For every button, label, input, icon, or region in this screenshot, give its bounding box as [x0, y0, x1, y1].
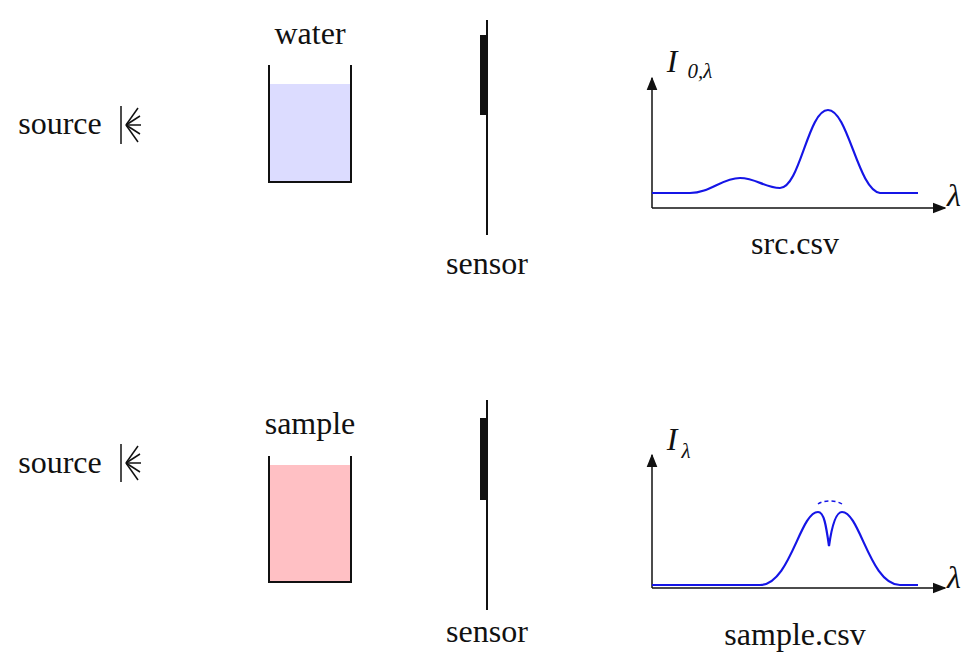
axis-label: λ: [947, 560, 961, 595]
source-label: source: [18, 106, 102, 141]
axis-label: I: [667, 44, 678, 79]
light-source-symbol: [121, 444, 141, 482]
beaker-label: water: [274, 16, 345, 51]
sensor-element: [480, 35, 487, 115]
axis-label: I: [667, 422, 678, 457]
file-name: src.csv: [751, 226, 839, 261]
unabsorbed-outline: [818, 501, 842, 504]
light-source-symbol: [121, 106, 141, 144]
beaker: [269, 65, 351, 182]
spectrum-curve: [652, 110, 918, 193]
spectrum-curve: [652, 512, 918, 585]
source-label: source: [18, 445, 102, 480]
y-axis: [651, 455, 653, 588]
sensor-element: [480, 418, 487, 500]
sensor-label: sensor: [446, 246, 528, 281]
axis-subscript: 0,λ: [688, 60, 713, 83]
water-fill: [270, 84, 350, 181]
sample-fill: [270, 465, 350, 581]
beaker: [269, 456, 351, 582]
y-axis: [651, 78, 653, 208]
file-name: sample.csv: [724, 617, 865, 652]
sensor-label: sensor: [446, 614, 528, 649]
axis-label: λ: [947, 178, 961, 213]
x-axis: [652, 587, 945, 589]
beaker-label: sample: [265, 406, 356, 441]
x-axis: [652, 207, 945, 209]
axis-subscript: λ: [681, 440, 690, 463]
